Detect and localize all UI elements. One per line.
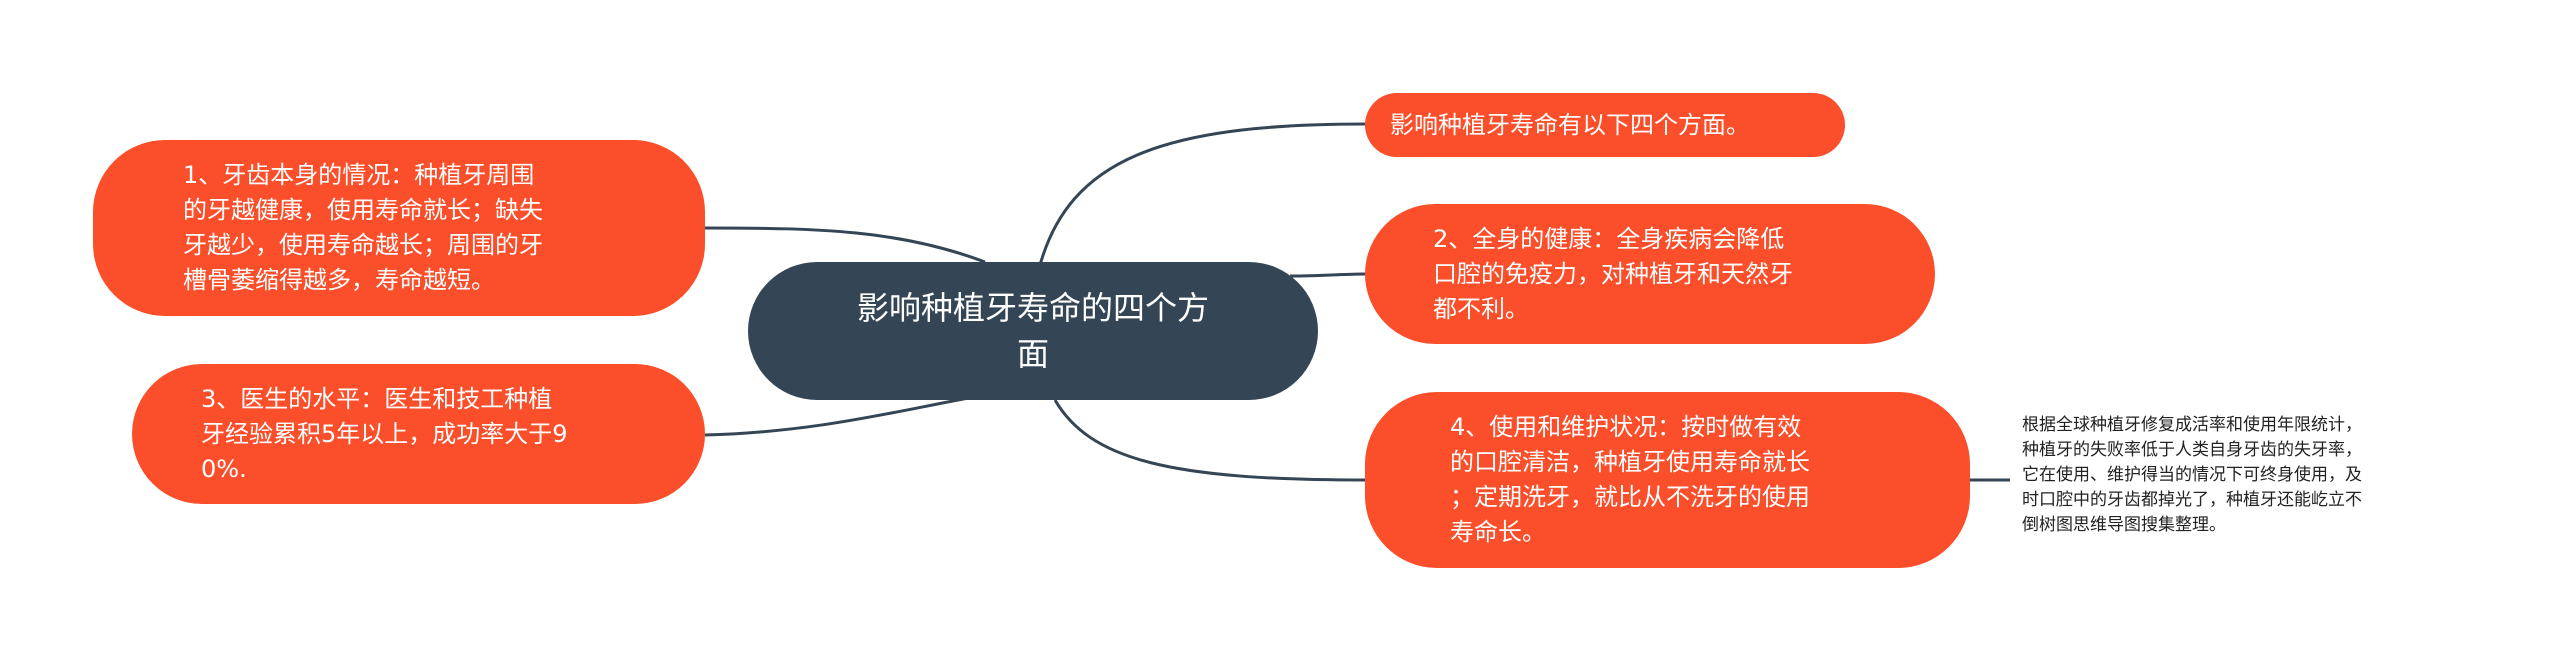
link-root-to-node-3 [704,393,986,437]
topic-node-2-label: 2、全身的健康：全身疾病会降低 口腔的免疫力，对种植牙和天然牙 都不利。 [1433,224,1793,323]
link-root-to-node-2 [1289,272,1366,278]
link-root-to-intro [1038,122,1366,266]
topic-node-1[interactable]: 1、牙齿本身的情况：种植牙周围 的牙越健康，使用寿命就长；缺失 牙越少，使用寿命… [93,140,705,316]
root-topic[interactable]: 影响种植牙寿命的四个方 面 [748,262,1318,400]
root-topic-label: 影响种植牙寿命的四个方 面 [856,289,1209,373]
topic-node-4-label: 4、使用和维护状况：按时做有效 的口腔清洁，种植牙使用寿命就长 ；定期洗牙，就比… [1450,413,1810,546]
topic-node-1-label: 1、牙齿本身的情况：种植牙周围 的牙越健康，使用寿命就长；缺失 牙越少，使用寿命… [183,161,543,294]
link-root-to-node-1 [704,226,986,264]
topic-node-3-label: 3、医生的水平：医生和技工种植 牙经验累积5年以上，成功率大于9 0%. [201,384,568,483]
note-text: 根据全球种植牙修复成活率和使用年限统计， 种植牙的失败率低于人类自身牙齿的失牙率… [2022,415,2362,535]
topic-node-intro-label: 影响种植牙寿命有以下四个方面。 [1390,110,1750,139]
topic-node-3[interactable]: 3、医生的水平：医生和技工种植 牙经验累积5年以上，成功率大于9 0%. [132,364,705,504]
topic-node-4[interactable]: 4、使用和维护状况：按时做有效 的口腔清洁，种植牙使用寿命就长 ；定期洗牙，就比… [1365,392,1970,568]
topic-node-intro[interactable]: 影响种植牙寿命有以下四个方面。 [1365,93,1845,157]
topic-node-2[interactable]: 2、全身的健康：全身疾病会降低 口腔的免疫力，对种植牙和天然牙 都不利。 [1365,204,1935,344]
link-root-to-node-4 [1053,399,1366,482]
